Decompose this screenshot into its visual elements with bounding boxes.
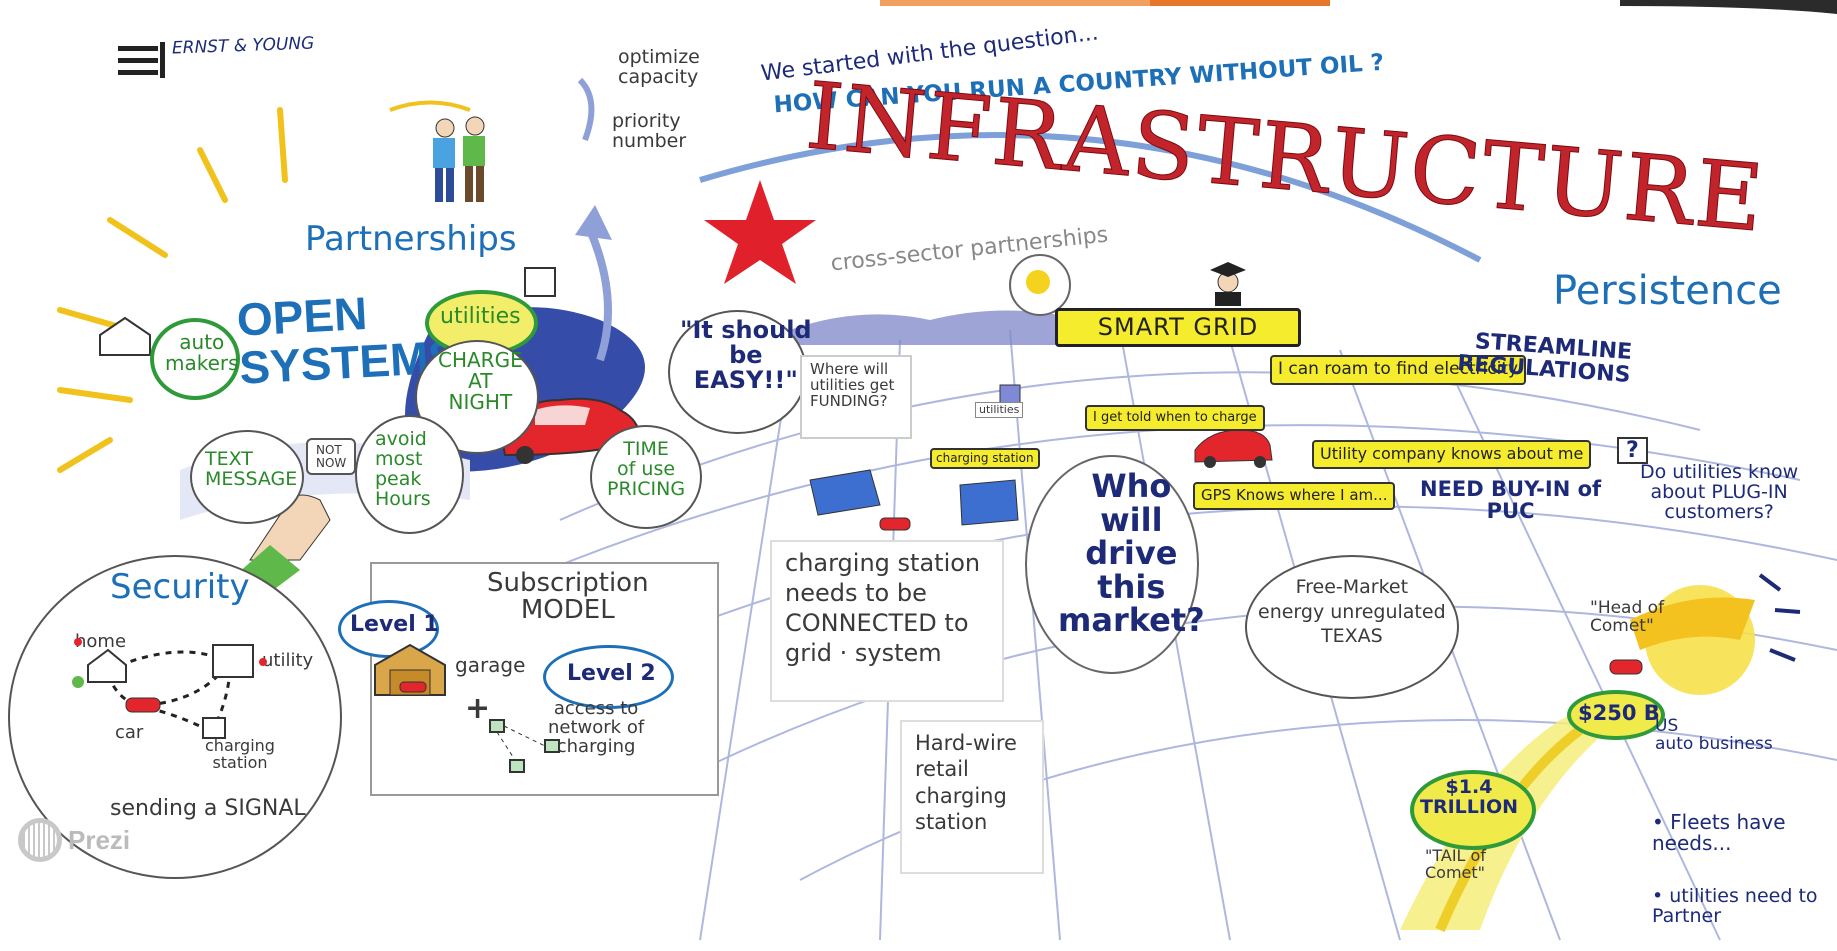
utility-company-note: Utility company knows about me xyxy=(1312,440,1592,469)
security-network-diagram xyxy=(72,638,267,739)
charging-network-icon xyxy=(489,719,560,773)
tail-value-label: $1.4 TRILLION xyxy=(1420,776,1518,818)
optimize-capacity-label: optimize capacity xyxy=(618,46,700,88)
head-value-label: $250 B xyxy=(1578,701,1660,725)
funding-label: Where will utilities get FUNDING? xyxy=(810,360,895,410)
should-be-easy-bubble xyxy=(668,310,807,434)
charging-station-tag: charging station xyxy=(930,448,1040,469)
hardwire-label: Hard-wire retail charging station xyxy=(915,731,1017,834)
should-be-easy-label: "It should be EASY!!" xyxy=(680,316,812,395)
free-market-label: Free-Market energy unregulated TEXAS xyxy=(1258,576,1446,648)
get-told-note: I get told when to charge xyxy=(1085,405,1265,431)
plus-sign: + xyxy=(465,691,491,726)
charge-at-night-label: CHARGE AT NIGHT xyxy=(438,348,523,414)
who-will-drive-bubble xyxy=(1025,455,1199,674)
security-utility-label: utility xyxy=(262,650,314,671)
buy-in-label: NEED BUY-IN of PUC xyxy=(1420,477,1602,524)
prezi-watermark: Prezi xyxy=(18,818,130,862)
auto-makers-label: auto makers xyxy=(165,330,239,375)
hardwire-card xyxy=(900,720,1044,874)
garage-label: garage xyxy=(455,653,526,677)
security-home-label: home xyxy=(75,631,127,652)
tail-of-comet-label: "TAIL of Comet" xyxy=(1425,846,1486,882)
security-car-label: car xyxy=(115,722,144,743)
time-of-use-bubble xyxy=(590,425,702,529)
subscription-heading: Subscription MODEL xyxy=(487,568,649,626)
roam-note: I can roam to find electricity xyxy=(1270,355,1527,385)
auto-makers-bubble xyxy=(150,318,240,400)
utilities-tag: utilities xyxy=(975,402,1024,418)
level2-label: Level 2 xyxy=(567,661,656,686)
who-will-drive-label: Who will drive this market? xyxy=(1058,467,1205,640)
plug-in-question: Do utilities know about PLUG-IN customer… xyxy=(1640,461,1799,523)
security-heading: Security xyxy=(110,567,250,607)
fleets-note: • Fleets have needs... xyxy=(1652,810,1786,855)
charging-needs-label: charging station needs to be CONNECTED t… xyxy=(785,549,981,667)
avoid-peak-label: avoid most peak Hours xyxy=(375,428,431,510)
time-of-use-label: TIME of use PRICING xyxy=(607,438,686,500)
garage-icon xyxy=(374,643,446,696)
sending-signal-label: sending a SIGNAL xyxy=(110,796,306,821)
us-auto-business-label: US auto business xyxy=(1655,716,1773,754)
partnerships-heading: Partnerships xyxy=(305,219,517,259)
prezi-label: Prezi xyxy=(68,824,131,855)
head-of-comet-label: "Head of Comet" xyxy=(1590,598,1665,636)
charging-needs-card xyxy=(770,540,1004,702)
prezi-logo-icon xyxy=(18,818,62,862)
funding-card xyxy=(800,355,912,439)
smart-grid-sign: SMART GRID xyxy=(1055,308,1301,348)
tail-value-bubble xyxy=(1410,770,1536,850)
text-message-label: TEXT MESSAGE xyxy=(205,448,298,490)
question-mark-sign: ? xyxy=(1617,437,1648,465)
utilities-partner-note: • utilities need to Partner xyxy=(1652,885,1818,927)
priority-number-label: priority number xyxy=(612,110,687,152)
head-value-bubble xyxy=(1567,690,1665,740)
level2-bubble xyxy=(543,645,674,709)
avoid-peak-bubble xyxy=(355,415,464,534)
not-now-phone-label: NOT NOW xyxy=(306,438,357,476)
level1-label: Level 1 xyxy=(350,612,439,637)
text-message-bubble xyxy=(190,430,304,524)
gps-note: GPS Knows where I am... xyxy=(1193,482,1396,510)
access-network-label: access to network of charging xyxy=(548,698,645,757)
security-charging-station-label: charging station xyxy=(205,736,275,772)
free-market-bubble xyxy=(1245,555,1459,699)
persistence-heading: Persistence xyxy=(1553,268,1782,314)
utilities-label: utilities xyxy=(440,304,521,329)
